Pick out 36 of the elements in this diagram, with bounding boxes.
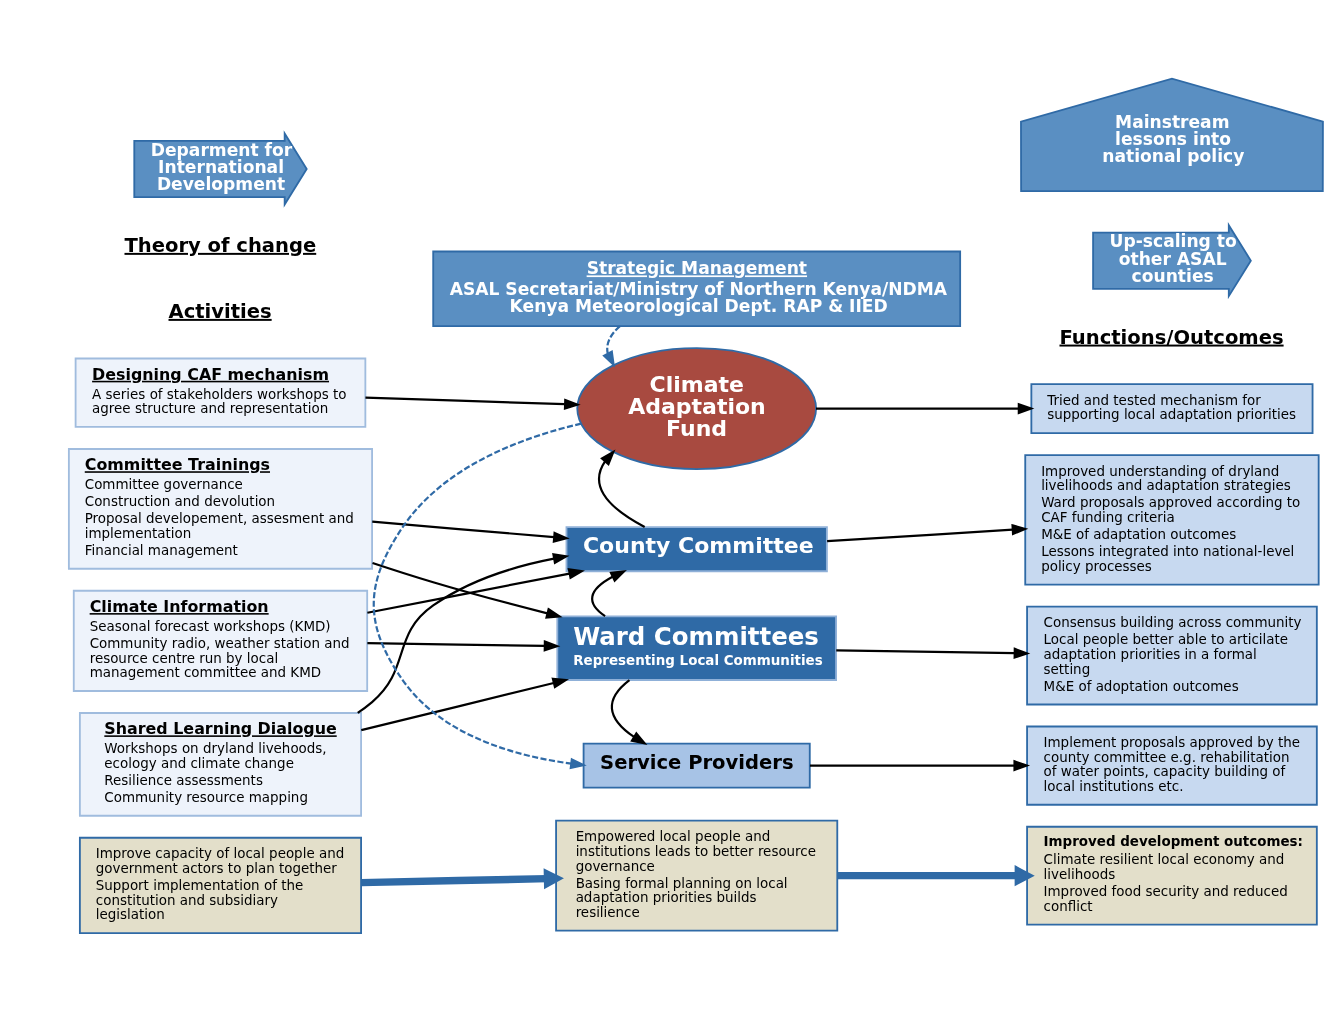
node-box: Improved understanding of dryland livelihoods and adaptation strategies Ward proposals approved according to CAF funding criteria M&E of adaptation outcomes Lessons integrated into national-level policy processes bbox=[1024, 454, 1320, 586]
label: Theory of change bbox=[124, 233, 317, 257]
arrow bbox=[357, 553, 570, 714]
arrow bbox=[597, 449, 646, 528]
arrow bbox=[372, 561, 563, 619]
node-box: Consensus building across community Local people better able to articilate adaptation priorities in a formal setting M&E of adoptation outcomes bbox=[1026, 605, 1318, 706]
node-box: Tried and tested mechanism for supporting local adaptation priorities bbox=[1030, 383, 1314, 434]
arrow bbox=[827, 523, 1029, 543]
node-box: Improved development outcomes: Climate resilient local economy and livelihoods Improved food security and reduced conflict bbox=[1026, 825, 1318, 926]
arrow bbox=[361, 677, 570, 732]
node-box: Designing CAF mechanism A series of stakeholders workshops to agree structure and representation bbox=[74, 357, 367, 428]
arrow bbox=[816, 402, 1035, 415]
node-box: Implement proposals approved by the county committee e.g. rehabilitation of water points, capacity building of local institutions etc. bbox=[1026, 725, 1318, 806]
arrow bbox=[367, 640, 561, 652]
node-box: Strategic Management ASAL Secretariat/Ministry of Northern Kenya/NDMA Kenya Meteorological Dept. RAP & IIED bbox=[432, 250, 962, 327]
node-box: Empowered local people and institutions leads to better resource governance Basing formal planning on local adaptation priorities builds resilience bbox=[555, 819, 839, 932]
node-box: Climate Information Seasonal forecast workshops (KMD) Community radio, weather station and resource centre run by local management committee and KMD bbox=[72, 589, 369, 692]
arrow bbox=[591, 570, 627, 618]
arrow bbox=[372, 520, 570, 543]
arrow bbox=[372, 422, 587, 770]
node-box: County Committee bbox=[565, 526, 828, 573]
node-box: Ward Committees Representing Local Communities bbox=[556, 615, 837, 681]
arrow bbox=[610, 679, 648, 746]
node-box: Improve capacity of local people and government actors to plan together Support implementation of the constitution and subsidiary legislation bbox=[78, 836, 362, 935]
arrow bbox=[809, 759, 1031, 772]
arrow bbox=[602, 325, 621, 368]
arrow bbox=[361, 868, 564, 890]
node-box: Committee Trainings Committee governance Construction and devolution Proposal developement, assesment and implementation Financial management bbox=[67, 448, 373, 570]
arrow bbox=[367, 568, 585, 614]
node-box: Shared Learning Dialogue Workshops on dryland livehoods, ecology and climate change Resilience assessments Community resource mapping bbox=[78, 712, 362, 817]
label: Functions/Outcomes bbox=[1059, 325, 1284, 349]
arrow bbox=[836, 647, 1031, 659]
label: Activities bbox=[168, 299, 272, 323]
arrow bbox=[837, 865, 1035, 887]
arrow bbox=[365, 396, 581, 411]
node-box: Service Providers bbox=[582, 742, 811, 789]
